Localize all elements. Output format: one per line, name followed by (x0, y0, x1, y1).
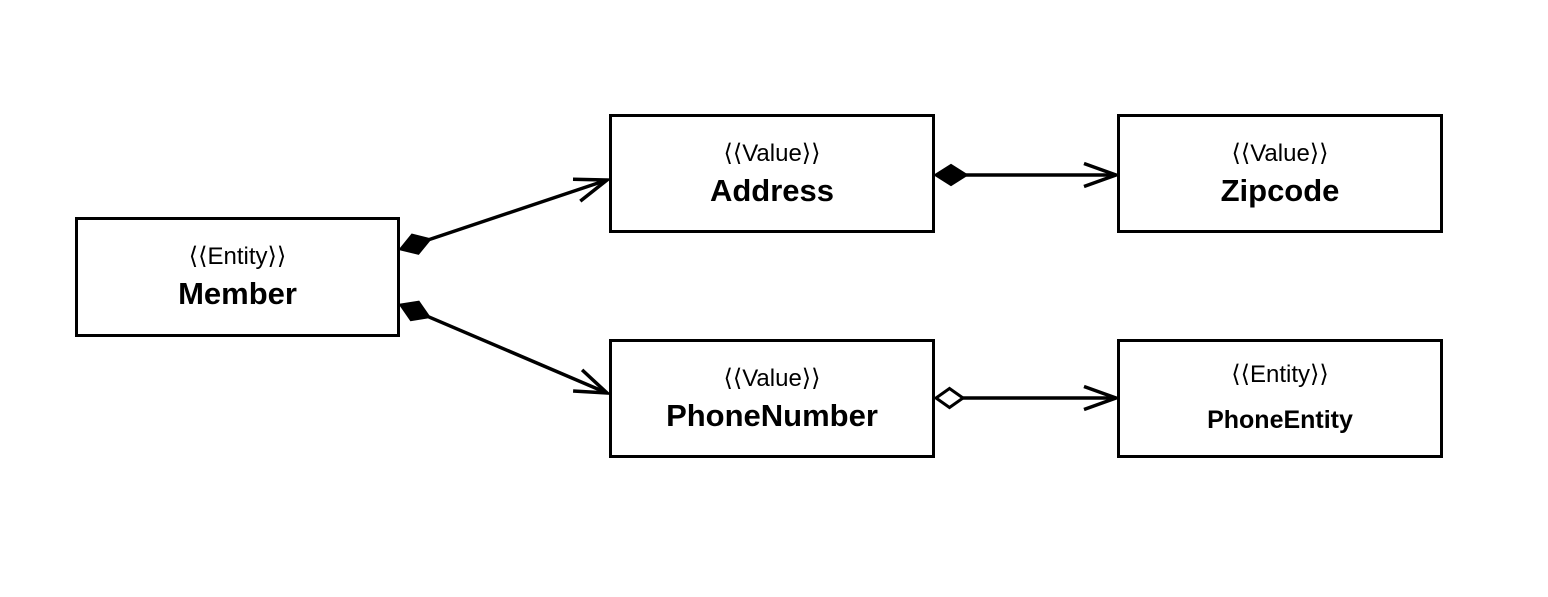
connector-address-zipcode (933, 161, 1122, 189)
node-member-name: Member (178, 276, 297, 311)
connector-phonenumber-phoneentity (933, 384, 1122, 412)
node-phonenumber-stereotype: ⟨⟨Value⟩⟩ (723, 364, 821, 392)
composition-diamond-icon (398, 233, 433, 255)
connector-line (427, 315, 608, 395)
connector-member-address (398, 177, 612, 255)
node-member: ⟨⟨Entity⟩⟩ Member (75, 217, 400, 337)
node-zipcode: ⟨⟨Value⟩⟩ Zipcode (1117, 114, 1443, 233)
node-address-stereotype: ⟨⟨Value⟩⟩ (723, 139, 821, 167)
node-phonenumber: ⟨⟨Value⟩⟩ PhoneNumber (609, 339, 935, 458)
composition-diamond-icon (933, 163, 969, 187)
connector-member-phonenumber (398, 300, 612, 396)
node-zipcode-stereotype: ⟨⟨Value⟩⟩ (1231, 139, 1329, 167)
open-arrowhead-icon (1083, 384, 1122, 412)
open-arrowhead-icon (572, 177, 612, 203)
node-member-stereotype: ⟨⟨Entity⟩⟩ (188, 243, 287, 270)
node-zipcode-name: Zipcode (1220, 172, 1340, 208)
node-phoneentity: ⟨⟨Entity⟩⟩ PhoneEntity (1117, 339, 1443, 458)
open-arrowhead-icon (1083, 161, 1122, 189)
node-address-name: Address (709, 172, 835, 208)
aggregation-diamond-icon (933, 386, 966, 410)
connector-line (428, 178, 608, 242)
composition-diamond-icon (398, 300, 432, 322)
node-phonenumber-name: PhoneNumber (666, 397, 878, 433)
node-address: ⟨⟨Value⟩⟩ Address (609, 114, 935, 233)
node-phoneentity-stereotype: ⟨⟨Entity⟩⟩ (1231, 360, 1329, 388)
node-phoneentity-name: PhoneEntity (1207, 405, 1353, 434)
open-arrowhead-icon (572, 368, 612, 396)
